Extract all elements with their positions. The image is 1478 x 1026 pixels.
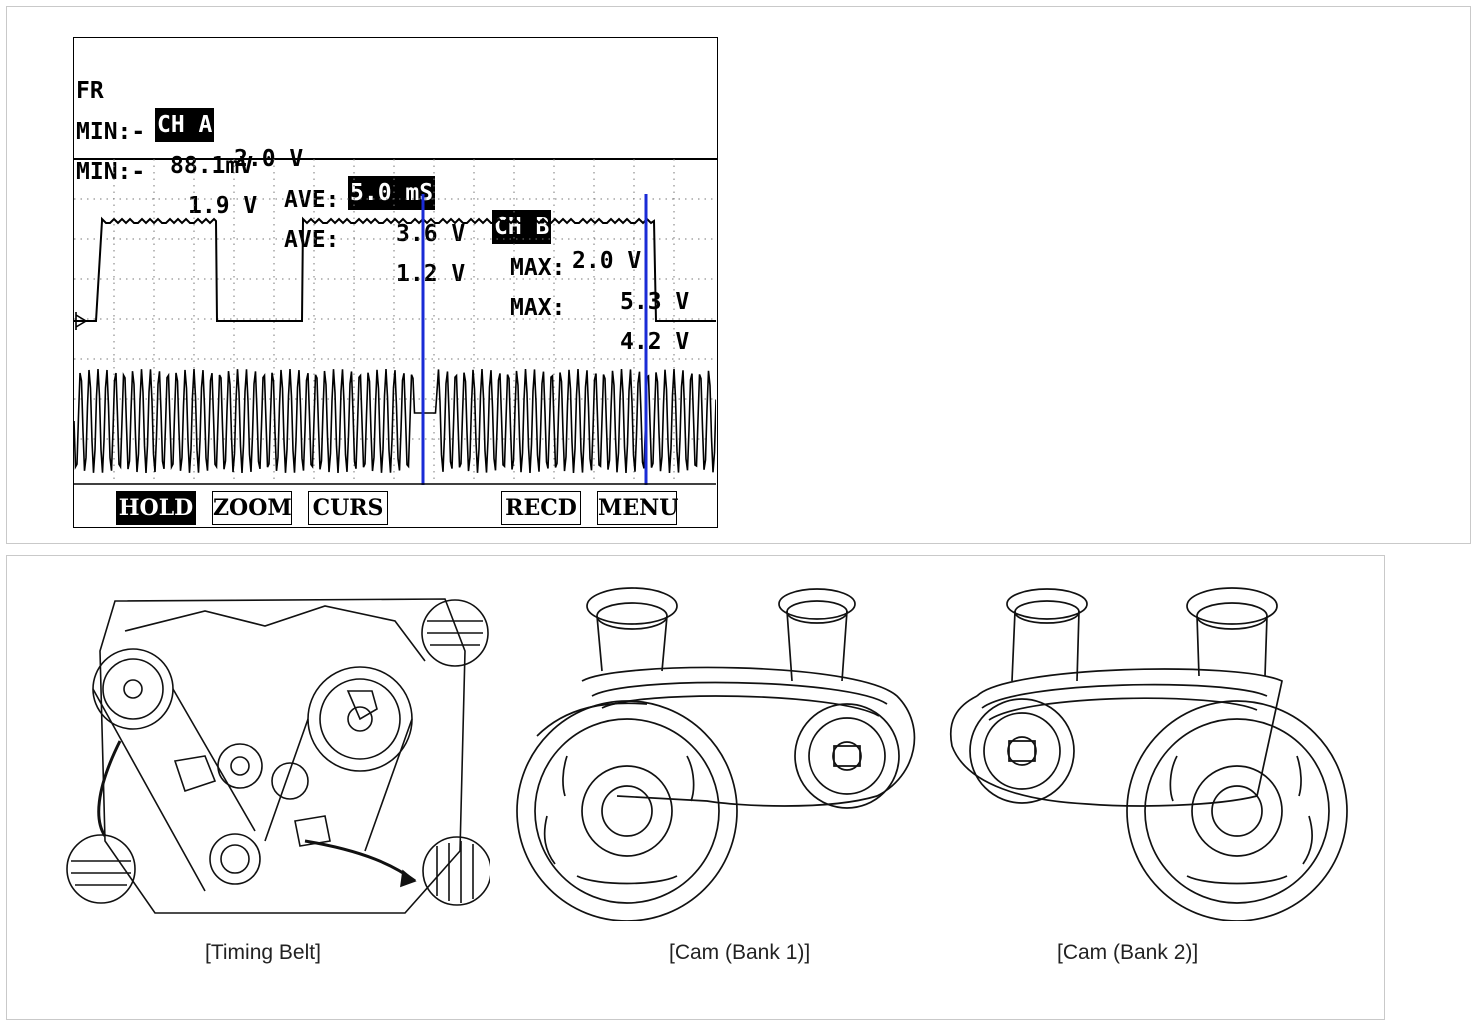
channel-b-label[interactable]: CH B bbox=[492, 210, 552, 244]
scope-header-row: FR CH A 2.0 V 5.0 mS CH B 2.0 V bbox=[74, 40, 641, 274]
waveform-plot[interactable] bbox=[74, 159, 716, 515]
ave-value: 3.6 V bbox=[396, 221, 466, 247]
min-value: 1.9 V bbox=[188, 193, 258, 219]
channel-b-scale: 2.0 V bbox=[572, 248, 642, 274]
illustration-panel: [Timing Belt] [Cam (Bank 1)] bbox=[6, 555, 1385, 1020]
cursor-button[interactable]: CURS bbox=[308, 491, 388, 525]
mode-label: FR bbox=[76, 78, 104, 104]
channel-b-stats: MIN:- 1.9 V AVE: 1.2 V MAX: 4.2 V bbox=[74, 121, 689, 355]
cam-bank1-caption: [Cam (Bank 1)] bbox=[669, 941, 811, 964]
oscilloscope-screen: FR CH A 2.0 V 5.0 mS CH B 2.0 V MIN:- 88… bbox=[73, 37, 718, 528]
ave-label: AVE: bbox=[284, 227, 340, 253]
channel-a-stats: MIN:- 88.1mV AVE: 3.6 V MAX: 5.3 V bbox=[74, 81, 689, 315]
channel-a-trace bbox=[74, 216, 716, 322]
timing-belt-illustration bbox=[66, 598, 490, 914]
max-label: MAX: bbox=[510, 295, 566, 321]
cam-bank1-illustration bbox=[516, 587, 916, 921]
header-divider bbox=[74, 158, 717, 160]
record-button[interactable]: RECD bbox=[501, 491, 581, 525]
channel-a-label[interactable]: CH A bbox=[155, 108, 215, 142]
channel-b-trace bbox=[74, 368, 716, 474]
ave-value: 1.2 V bbox=[396, 261, 466, 287]
min-label: MIN:- bbox=[76, 159, 146, 185]
cam-bank2-illustration bbox=[949, 587, 1348, 921]
oscilloscope-panel: FR CH A 2.0 V 5.0 mS CH B 2.0 V MIN:- 88… bbox=[6, 6, 1471, 544]
trigger-marker-icon bbox=[75, 312, 88, 330]
cam-bank2-caption: [Cam (Bank 2)] bbox=[1057, 941, 1199, 964]
min-label: MIN:- bbox=[76, 119, 146, 145]
timebase-label[interactable]: 5.0 mS bbox=[348, 176, 436, 210]
zoom-button[interactable]: ZOOM bbox=[212, 491, 292, 525]
max-label: MAX: bbox=[510, 255, 566, 281]
menu-button[interactable]: MENU bbox=[597, 491, 678, 525]
hold-button[interactable]: HOLD bbox=[116, 491, 196, 525]
min-value: 88.1mV bbox=[170, 153, 254, 179]
max-value: 4.2 V bbox=[620, 329, 690, 355]
timing-belt-caption: [Timing Belt] bbox=[205, 941, 321, 964]
ave-label: AVE: bbox=[284, 187, 340, 213]
